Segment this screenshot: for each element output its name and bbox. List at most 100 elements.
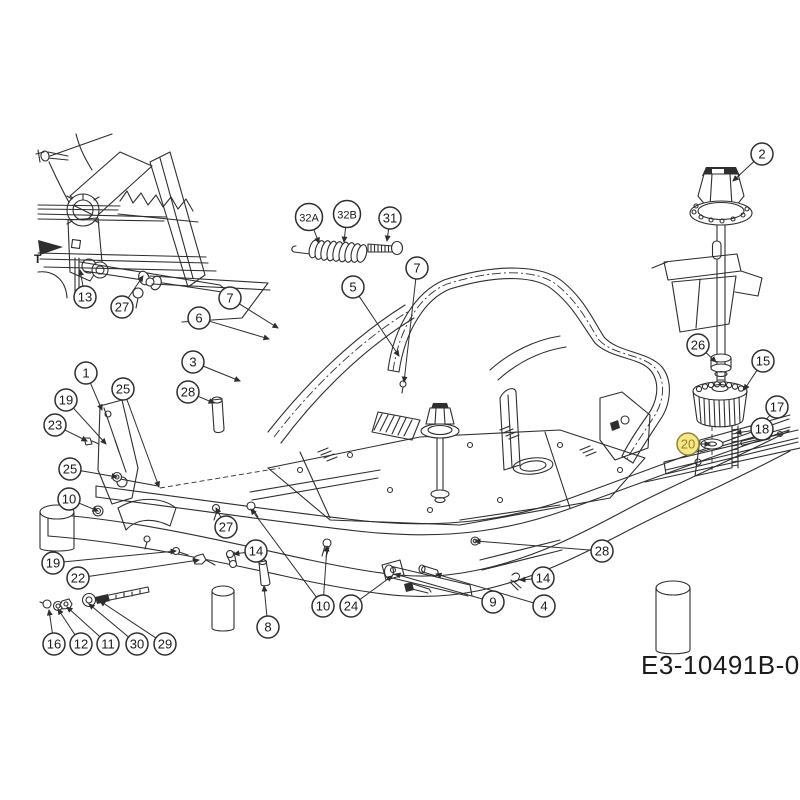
callout-circle[interactable] xyxy=(750,142,774,166)
callout-24[interactable]: 24 xyxy=(339,575,393,618)
callout-circle[interactable] xyxy=(66,566,90,590)
callout-circle[interactable] xyxy=(311,594,335,618)
callout-31[interactable]: 31 xyxy=(378,206,402,242)
callout-circle[interactable] xyxy=(750,417,774,441)
callout-circle[interactable] xyxy=(153,632,177,656)
callout-circle[interactable] xyxy=(339,594,363,618)
callout-number: 31 xyxy=(383,211,397,226)
callout-circle[interactable] xyxy=(57,487,81,511)
callout-number: 6 xyxy=(195,311,202,326)
callout-30[interactable]: 30 xyxy=(88,603,149,656)
callout-16[interactable]: 16 xyxy=(42,609,66,656)
callout-circle[interactable] xyxy=(294,202,324,232)
callout-number: 27 xyxy=(115,300,129,315)
callout-6[interactable]: 6 xyxy=(187,306,270,341)
callout-2[interactable]: 2 xyxy=(732,142,774,182)
callout-25-2[interactable]: 25 xyxy=(58,457,118,481)
callout-circle[interactable] xyxy=(176,380,200,404)
callout-circle[interactable] xyxy=(686,333,710,357)
leader-line xyxy=(401,278,417,383)
callout-circle[interactable] xyxy=(531,566,555,590)
callout-circle[interactable] xyxy=(58,457,82,481)
callout-12[interactable]: 12 xyxy=(57,608,93,656)
callout-1[interactable]: 1 xyxy=(74,361,103,411)
leader-line xyxy=(519,576,533,583)
callout-15[interactable]: 15 xyxy=(743,349,775,391)
leader-line xyxy=(359,575,393,600)
callout-circle[interactable] xyxy=(765,395,789,419)
callout-number: 11 xyxy=(101,637,115,652)
callout-circle[interactable] xyxy=(244,539,268,563)
callout-circle[interactable] xyxy=(187,306,211,330)
callout-3[interactable]: 3 xyxy=(181,350,241,382)
callout-circle[interactable] xyxy=(332,199,362,229)
callout-circle[interactable] xyxy=(378,206,402,230)
callout-number: 29 xyxy=(158,637,172,652)
callout-19[interactable]: 19 xyxy=(54,388,107,445)
callout-28-2[interactable]: 28 xyxy=(474,538,614,563)
callout-number: 1 xyxy=(82,366,89,381)
callout-number: 32A xyxy=(299,213,319,225)
callout-circle[interactable] xyxy=(41,551,65,575)
callout-10-2[interactable]: 10 xyxy=(250,508,335,618)
callout-10[interactable]: 10 xyxy=(57,487,99,512)
callout-circle[interactable] xyxy=(42,632,66,656)
callout-14[interactable]: 14 xyxy=(233,539,268,563)
callout-circle[interactable] xyxy=(96,632,120,656)
callout-13[interactable]: 13 xyxy=(73,269,97,309)
leader-line xyxy=(80,470,118,480)
callout-circle[interactable] xyxy=(405,256,429,280)
callout-circle[interactable] xyxy=(110,295,134,319)
callout-5[interactable]: 5 xyxy=(341,275,400,357)
leader-line xyxy=(126,399,160,488)
callout-number: 19 xyxy=(59,393,73,408)
leader-line xyxy=(88,603,129,638)
callout-circle[interactable] xyxy=(256,615,280,639)
callout-circle[interactable] xyxy=(532,594,556,618)
callout-circle[interactable] xyxy=(69,632,93,656)
callout-17[interactable]: 17 xyxy=(756,395,789,431)
callout-circle[interactable] xyxy=(751,349,775,373)
callout-11[interactable]: 11 xyxy=(66,606,120,656)
callout-14-2[interactable]: 14 xyxy=(519,566,555,590)
callout-number: 3 xyxy=(189,355,196,370)
callout-18[interactable]: 18 xyxy=(735,417,774,441)
callout-4[interactable]: 4 xyxy=(435,572,556,618)
callout-circle[interactable] xyxy=(54,388,78,412)
callout-20[interactable]: 20 xyxy=(676,432,711,456)
deck-plates-drawing xyxy=(249,388,651,526)
callout-19-2[interactable]: 19 xyxy=(41,548,177,575)
callout-circle[interactable] xyxy=(125,632,149,656)
callout-circle[interactable] xyxy=(214,515,238,539)
callout-27-2[interactable]: 27 xyxy=(214,507,238,539)
leader-line xyxy=(63,548,177,563)
callout-circle[interactable] xyxy=(676,432,700,456)
leader-line xyxy=(239,303,279,329)
callout-22[interactable]: 22 xyxy=(66,557,200,590)
callout-circle[interactable] xyxy=(218,286,242,310)
callout-circle[interactable] xyxy=(73,285,97,309)
callout-32A[interactable]: 32A xyxy=(294,202,324,244)
part-number: E3-10491B-01 xyxy=(641,650,800,680)
leader-line xyxy=(127,275,144,299)
callout-circle[interactable] xyxy=(341,275,365,299)
callout-8[interactable]: 8 xyxy=(256,585,280,639)
callout-7-2[interactable]: 7 xyxy=(218,286,279,329)
callout-32B[interactable]: 32B xyxy=(332,199,362,243)
callout-23[interactable]: 23 xyxy=(43,413,88,442)
callout-25[interactable]: 25 xyxy=(111,377,160,488)
leader-line xyxy=(233,550,246,557)
callout-circle[interactable] xyxy=(74,361,98,385)
callout-7[interactable]: 7 xyxy=(401,256,429,383)
callout-circle[interactable] xyxy=(590,539,614,563)
callout-number: 4 xyxy=(540,599,547,614)
leader-line xyxy=(203,365,241,382)
callout-26[interactable]: 26 xyxy=(686,333,717,363)
callout-circle[interactable] xyxy=(43,413,67,437)
callout-29[interactable]: 29 xyxy=(99,600,177,656)
leader-line xyxy=(435,572,534,604)
callout-circle[interactable] xyxy=(111,377,135,401)
callout-circle[interactable] xyxy=(181,350,205,374)
callout-27[interactable]: 27 xyxy=(110,275,144,319)
callout-28[interactable]: 28 xyxy=(176,380,215,404)
